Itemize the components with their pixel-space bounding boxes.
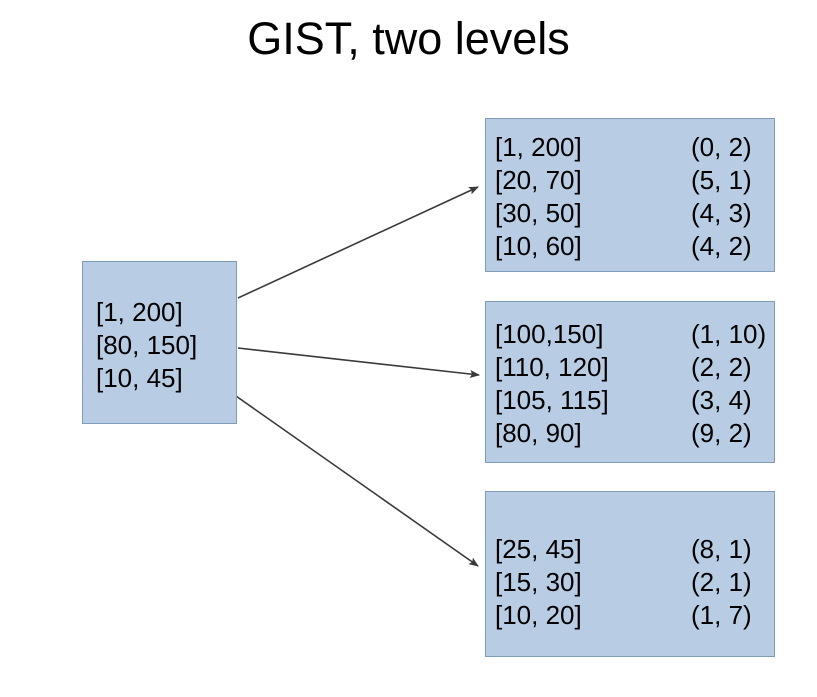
leaf-node-0-entry-row: [10, 60] (4, 2): [495, 230, 774, 263]
root-node-entry-key: [1, 200]: [96, 297, 183, 327]
leaf-node-0-entry-pair: (4, 2): [691, 231, 752, 261]
leaf-node-2[interactable]: [25, 45] (8, 1) [15, 30] (2, 1) [10, 20] (1, …: [485, 491, 775, 657]
leaf-node-1-entry-key: [110, 120]: [495, 352, 609, 382]
root-node-entry-key: [80, 150]: [96, 330, 198, 360]
leaf-node-1-entry-key: [100,150]: [495, 319, 604, 349]
leaf-node-2-entry-pair: (8, 1): [691, 534, 752, 564]
leaf-node-1-entry-pair: (1, 10): [691, 319, 767, 349]
leaf-node-0-entry-key: [10, 60]: [495, 231, 582, 261]
leaf-node-1-entry-key: [80, 90]: [495, 418, 582, 448]
leaf-node-0[interactable]: [1, 200] (0, 2) [20, 70] (5, 1) [30, 50] (4, …: [485, 118, 775, 272]
leaf-node-1-entry-pair: (3, 4): [691, 385, 752, 415]
root-node-entry-row: [1, 200]: [96, 296, 236, 329]
leaf-node-1[interactable]: [100,150](1, 10)[110, 120](2, 2)[105, 11…: [485, 301, 775, 463]
leaf-node-2-entries: [25, 45] (8, 1) [15, 30] (2, 1) [10, 20] (1, …: [495, 533, 774, 632]
leaf-node-1-entries: [100,150](1, 10)[110, 120](2, 2)[105, 11…: [495, 318, 774, 450]
root-node[interactable]: [1, 200][80, 150][10, 45]: [82, 261, 237, 424]
leaf-node-1-entry-row: [105, 115] (3, 4): [495, 384, 774, 417]
root-node-entry-key: [10, 45]: [96, 363, 183, 393]
edge-root-to-leaf-0: [237, 186, 479, 299]
root-node-entry-row: [80, 150]: [96, 329, 236, 362]
leaf-node-1-entry-pair: (2, 2): [691, 352, 752, 382]
edge-root-to-leaf-1: [237, 347, 480, 378]
leaf-node-0-entry-pair: (5, 1): [691, 165, 752, 195]
leaf-node-0-entry-key: [1, 200]: [495, 132, 582, 162]
edge-root-to-leaf-2: [225, 388, 479, 567]
leaf-node-1-entry-row: [100,150] (1, 10): [495, 318, 774, 351]
leaf-node-2-entry-row: [10, 20] (1, 7): [495, 599, 774, 632]
root-node-entry-row: [10, 45]: [96, 362, 236, 395]
leaf-node-0-entry-key: [30, 50]: [495, 198, 582, 228]
leaf-node-0-entry-pair: (0, 2): [691, 132, 752, 162]
leaf-node-0-entry-row: [30, 50] (4, 3): [495, 197, 774, 230]
leaf-node-2-entry-pair: (1, 7): [691, 600, 752, 630]
leaf-node-0-entry-row: [20, 70] (5, 1): [495, 164, 774, 197]
page-title: GIST, two levels: [247, 13, 570, 64]
leaf-node-0-entry-key: [20, 70]: [495, 165, 582, 195]
leaf-node-2-entry-key: [10, 20]: [495, 600, 582, 630]
leaf-node-0-entry-row: [1, 200] (0, 2): [495, 131, 774, 164]
leaf-node-2-entry-key: [25, 45]: [495, 534, 582, 564]
leaf-node-1-entry-row: [80, 90] (9, 2): [495, 417, 774, 450]
leaf-node-2-entry-row: [25, 45] (8, 1): [495, 533, 774, 566]
leaf-node-2-entry-key: [15, 30]: [495, 567, 582, 597]
leaf-node-2-entry-row: [15, 30] (2, 1): [495, 566, 774, 599]
leaf-node-1-entry-pair: (9, 2): [691, 418, 752, 448]
leaf-node-1-entry-key: [105, 115]: [495, 385, 609, 415]
leaf-node-1-entry-row: [110, 120] (2, 2): [495, 351, 774, 384]
leaf-node-0-entry-pair: (4, 3): [691, 198, 752, 228]
leaf-node-0-entries: [1, 200] (0, 2) [20, 70] (5, 1) [30, 50] (4, …: [495, 131, 774, 263]
leaf-node-2-entry-pair: (2, 1): [691, 567, 752, 597]
root-node-entries: [1, 200][80, 150][10, 45]: [96, 296, 236, 395]
